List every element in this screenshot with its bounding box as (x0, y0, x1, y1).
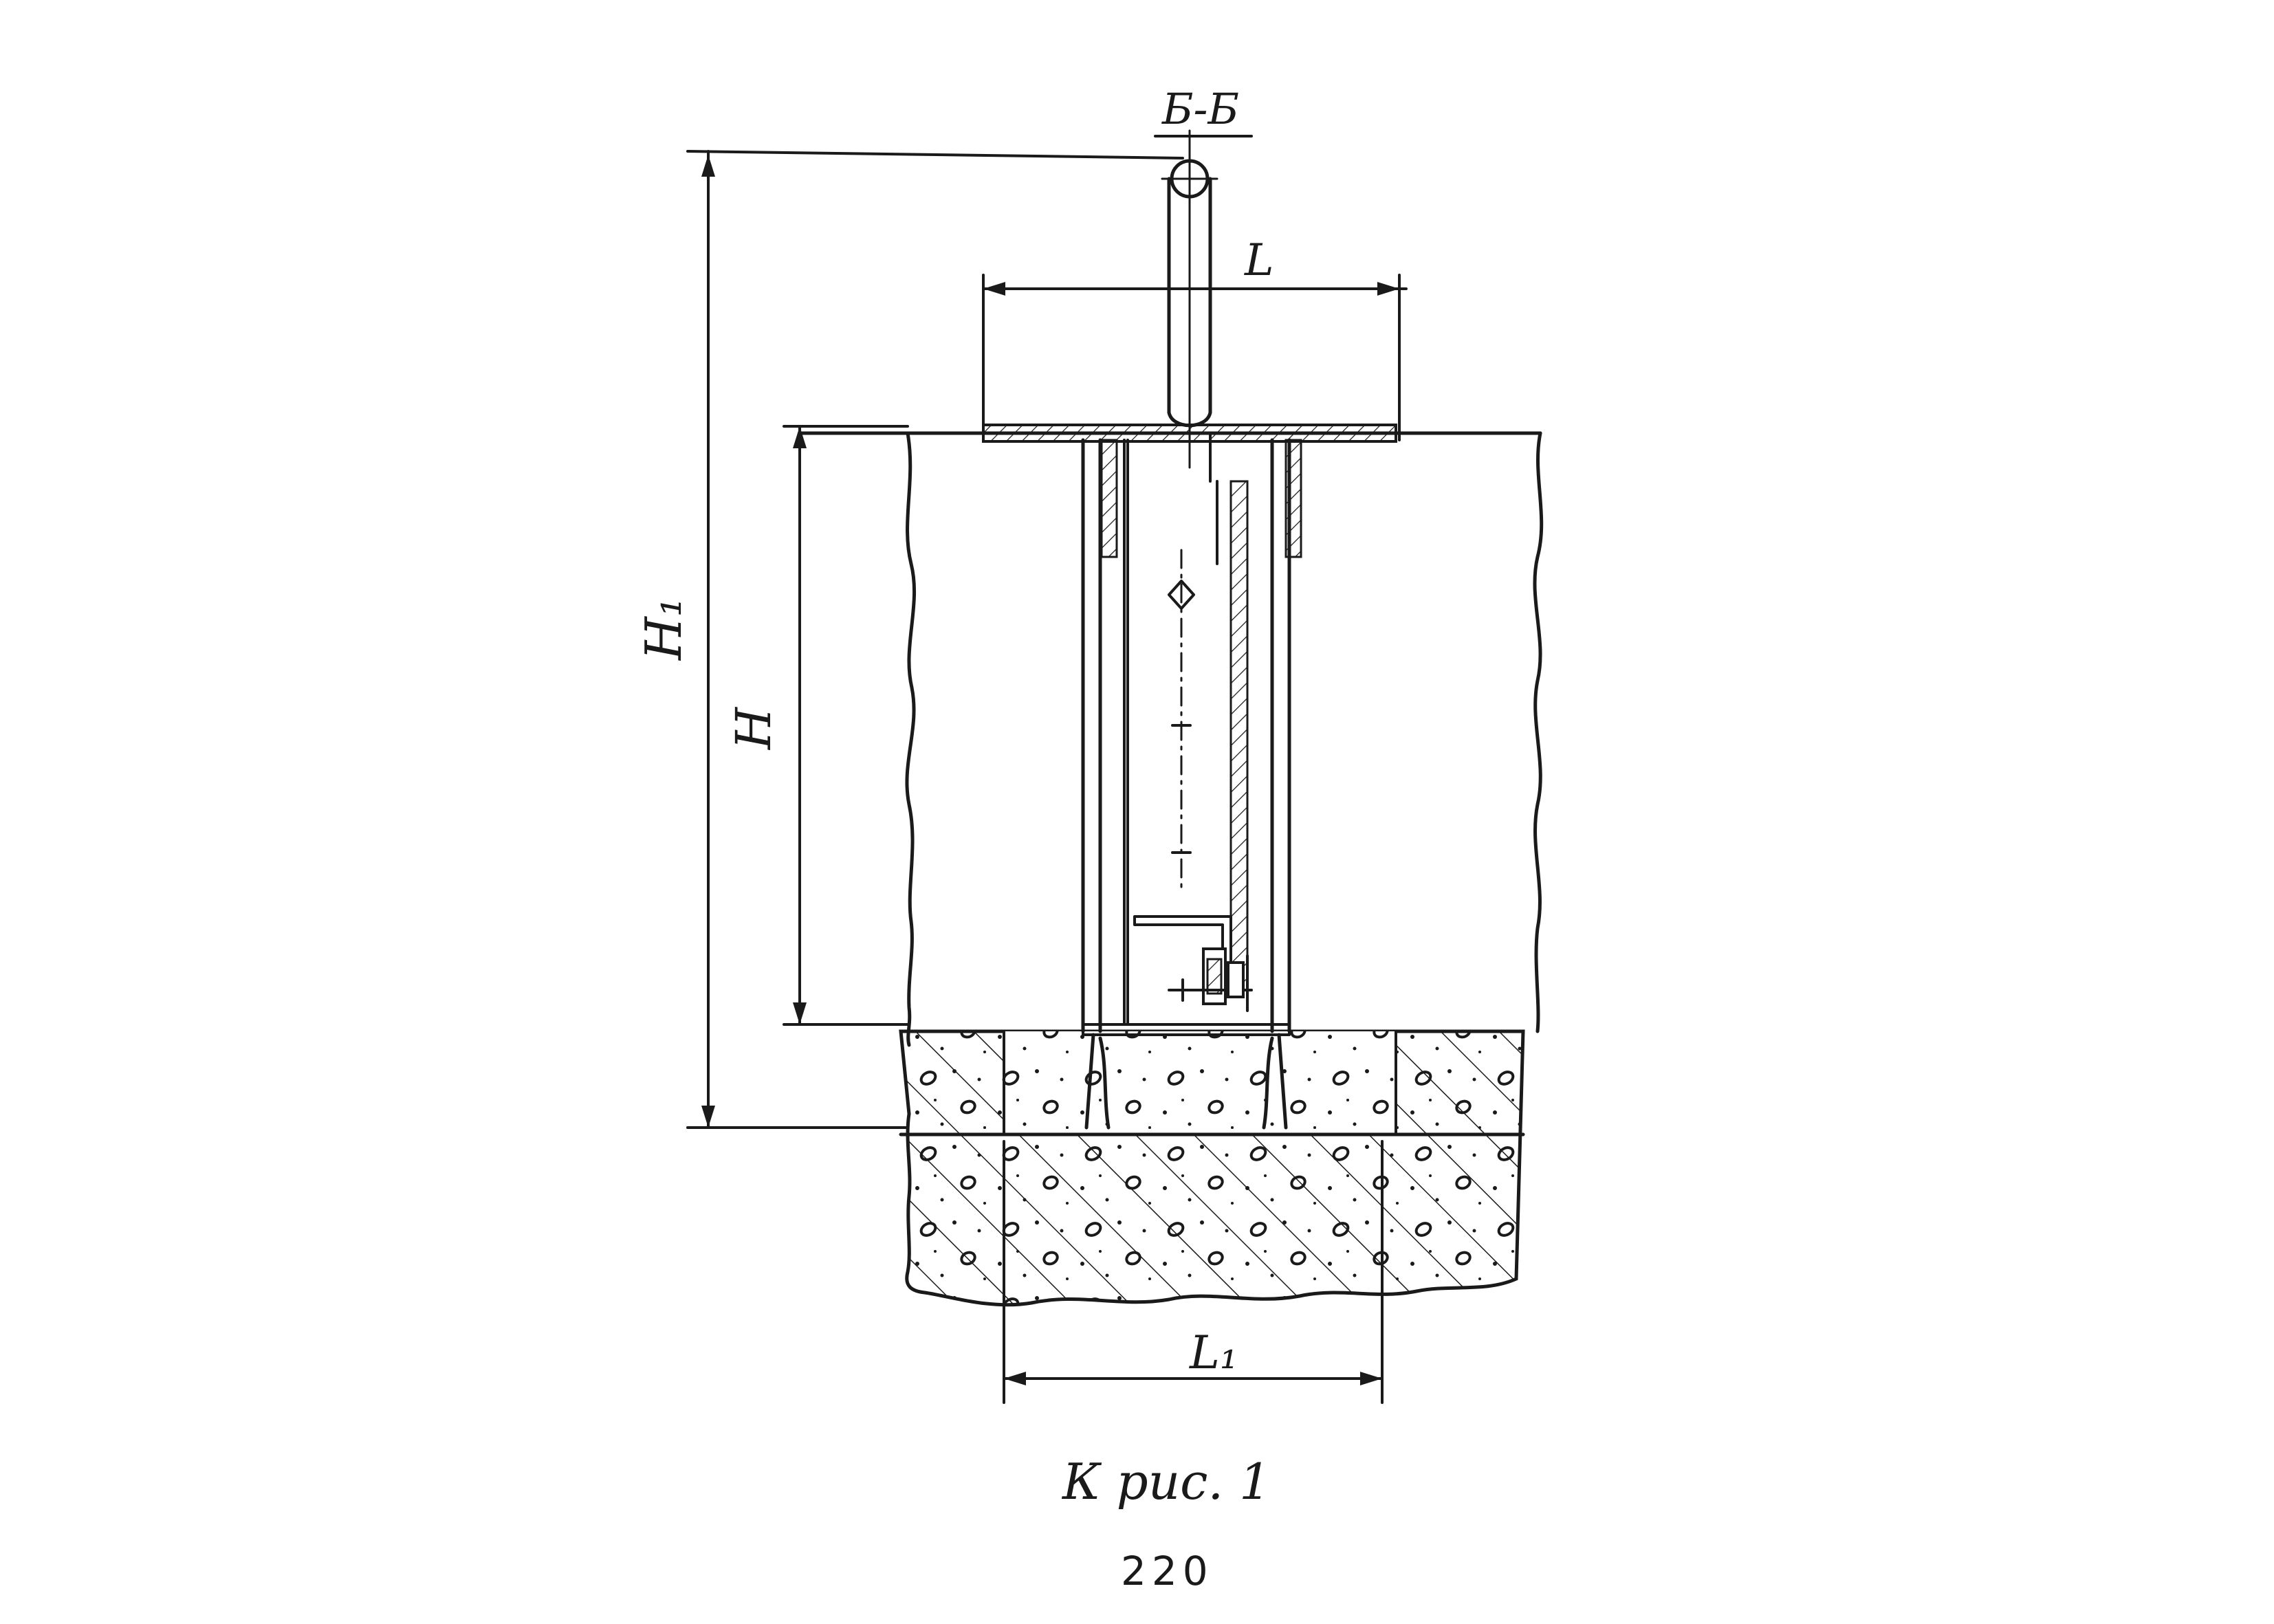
dim-L1-label: L₁ (1189, 1326, 1238, 1379)
dim-H1-label: H₁ (635, 597, 692, 661)
bolt-assembly (1168, 947, 1253, 1012)
dimension-H1 (686, 150, 1184, 1129)
dim-L-label: L (1244, 235, 1274, 286)
wall (799, 431, 1544, 1047)
page-number: 220 (1121, 1548, 1214, 1594)
dimension-L (982, 274, 1408, 441)
wall-right-edge (1533, 431, 1544, 1033)
handle-rod (1161, 129, 1218, 469)
wall-left-edge (905, 431, 917, 1047)
dimension-L1 (1003, 1140, 1384, 1404)
frame (982, 424, 1397, 1130)
figure-caption: К рис. 1 (1061, 1453, 1271, 1511)
foundation (899, 1029, 1525, 1307)
base-channel (1082, 1023, 1291, 1036)
dimension-H (783, 425, 909, 1026)
dim-H-label: H (725, 706, 782, 751)
vertical-plate (1229, 480, 1249, 991)
section-label: Б-Б (1161, 84, 1239, 134)
